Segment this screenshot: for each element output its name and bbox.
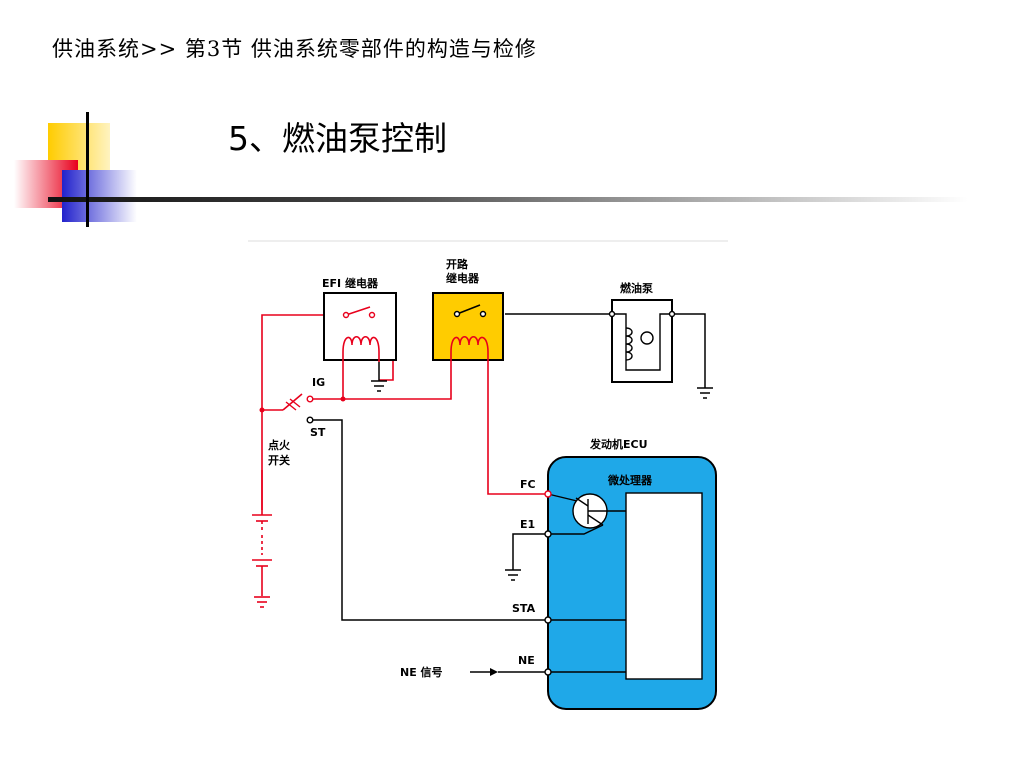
fuel-pump-label: 燃油泵 xyxy=(619,281,653,295)
fuel-pump xyxy=(608,299,676,383)
fc-label: FC xyxy=(520,478,536,491)
red-wires xyxy=(261,314,548,598)
page-title: 5、燃油泵控制 xyxy=(228,119,447,158)
engine-ecu xyxy=(547,456,717,710)
sta-label: STA xyxy=(512,602,536,615)
ne-label: NE xyxy=(518,654,535,667)
ecu-internal-wiring xyxy=(547,493,626,673)
efi-relay-label: EFI 继电器 xyxy=(322,276,379,290)
microprocessor-label: 微处理器 xyxy=(607,473,653,487)
breadcrumb: 供油系统>> 第3节 供油系统零部件的构造与检修 xyxy=(52,37,537,61)
ne-signal-label: NE 信号 xyxy=(400,665,443,679)
ignition-switch-label-line1: 点火 xyxy=(268,438,291,452)
deco-line xyxy=(48,197,968,202)
ground-symbol xyxy=(697,387,713,399)
ground-symbol xyxy=(371,362,387,392)
e1-label: E1 xyxy=(520,518,535,531)
ignition-switch-label-line2: 开关 xyxy=(268,453,290,467)
ne-signal-arrow xyxy=(470,668,498,676)
circuit-relay-label-line2: 继电器 xyxy=(446,271,480,285)
header-decoration xyxy=(14,112,968,227)
fuel-pump-control-diagram: EFI 继电器 开路 继电器 燃油泵 xyxy=(248,240,728,710)
ig-label: IG xyxy=(312,376,325,389)
battery-symbol xyxy=(250,470,276,610)
st-label: ST xyxy=(310,426,326,439)
ground-symbol xyxy=(505,569,521,581)
deco-vertical-line xyxy=(86,112,89,227)
ecu-terminals xyxy=(544,490,552,676)
engine-ecu-label: 发动机ECU xyxy=(589,437,648,451)
circuit-opening-relay xyxy=(432,292,504,362)
efi-relay xyxy=(323,292,397,362)
ignition-switch xyxy=(259,393,346,424)
circuit-relay-label-line1: 开路 xyxy=(446,257,469,271)
deco-blue-square xyxy=(62,170,137,222)
black-wires xyxy=(313,313,706,673)
